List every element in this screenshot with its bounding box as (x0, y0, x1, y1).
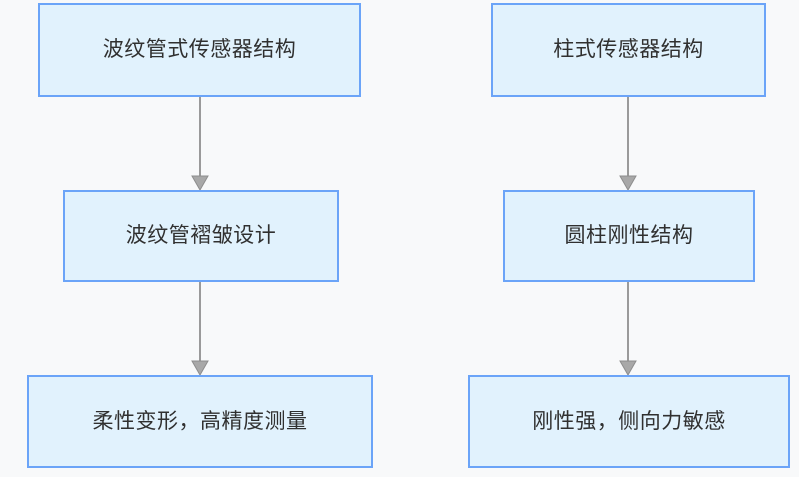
node-bellows-structure[interactable]: 波纹管式传感器结构 (38, 3, 361, 97)
arrow-head-icon (619, 360, 637, 377)
node-column-rigid-structure[interactable]: 圆柱刚性结构 (503, 190, 755, 282)
node-column-outcome[interactable]: 刚性强，侧向力敏感 (468, 375, 790, 468)
flow-arrow (619, 282, 637, 377)
flow-arrow (191, 97, 209, 192)
arrow-head-icon (191, 360, 209, 377)
node-label: 圆柱刚性结构 (564, 224, 694, 248)
node-label: 柔性变形，高精度测量 (92, 409, 308, 433)
node-bellows-fold-design[interactable]: 波纹管褶皱设计 (63, 190, 339, 282)
node-bellows-outcome[interactable]: 柔性变形，高精度测量 (27, 375, 373, 468)
flow-arrow (619, 97, 637, 192)
node-label: 波纹管式传感器结构 (102, 38, 297, 62)
node-label: 刚性强，侧向力敏感 (532, 409, 726, 433)
flow-arrow (191, 282, 209, 377)
node-label: 柱式传感器结构 (553, 38, 704, 62)
arrow-head-icon (191, 175, 209, 192)
node-column-structure[interactable]: 柱式传感器结构 (491, 3, 766, 97)
node-label: 波纹管褶皱设计 (125, 224, 277, 248)
arrow-head-icon (619, 175, 637, 192)
